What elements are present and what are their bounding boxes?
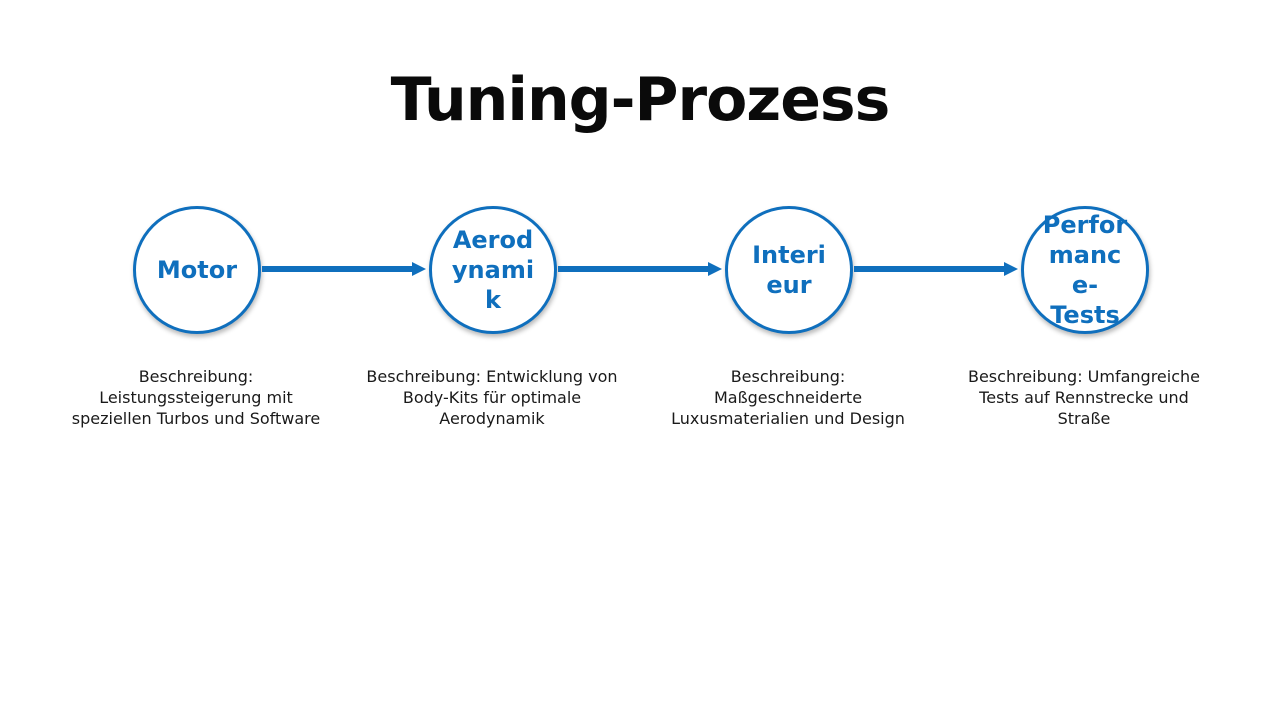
- step-description: Beschreibung: Leistungssteigerung mit sp…: [71, 367, 321, 428]
- step-label: Interi eur: [752, 241, 826, 299]
- step-label: Aerod ynami k: [451, 226, 535, 314]
- step-circle-motor: Motor: [133, 206, 261, 334]
- step-circle-interieur: Interi eur: [725, 206, 853, 334]
- step-description: Beschreibung: Maßgeschneiderte Luxusmate…: [671, 367, 905, 428]
- arrow-right-icon: [558, 262, 722, 276]
- step-description: Beschreibung: Entwicklung von Body-Kits …: [366, 367, 618, 428]
- step-circle-performance-tests: Perfor manc e- Tests: [1021, 206, 1149, 334]
- step-label: Perfor manc e- Tests: [1042, 211, 1128, 329]
- arrow-right-icon: [854, 262, 1018, 276]
- arrow-right-icon: [262, 262, 426, 276]
- step-label: Motor: [156, 256, 238, 284]
- step-circle-aerodynamik: Aerod ynami k: [429, 206, 557, 334]
- step-description: Beschreibung: Umfangreiche Tests auf Ren…: [967, 367, 1200, 428]
- page-title: Tuning-Prozess: [390, 65, 891, 135]
